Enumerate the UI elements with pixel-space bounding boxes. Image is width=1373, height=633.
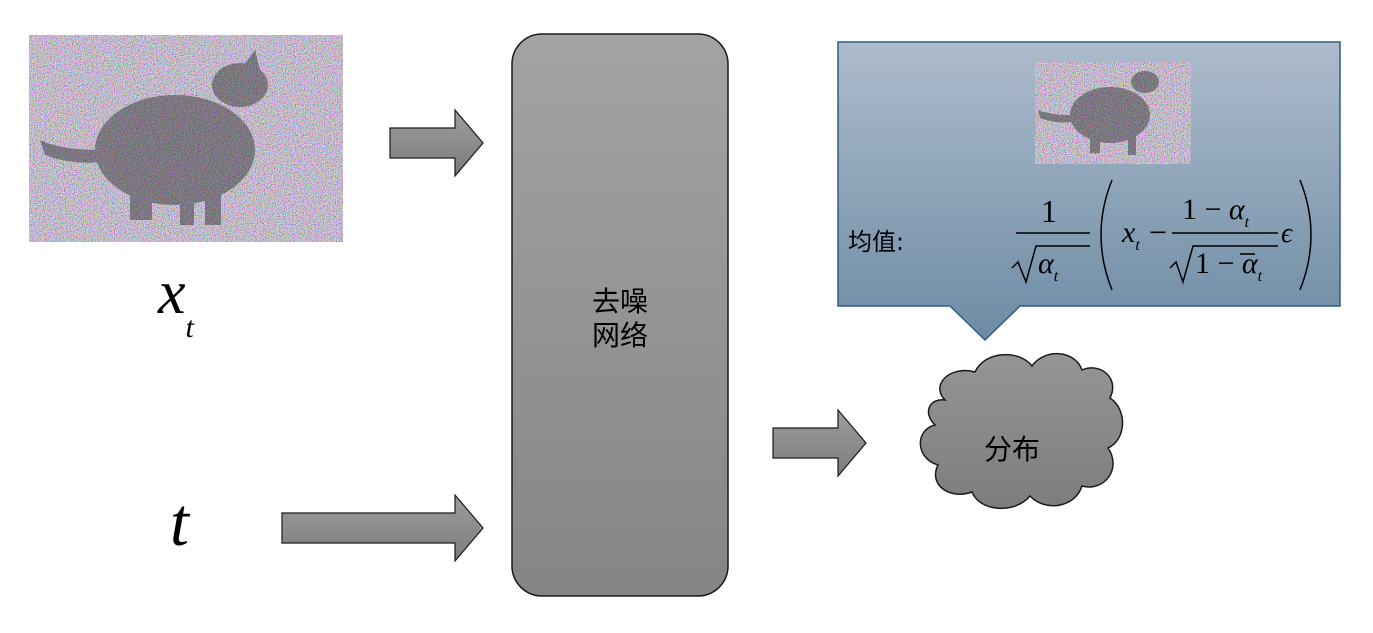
arrow-time-to-network xyxy=(281,493,484,563)
inner-sqrt-sign xyxy=(1169,245,1278,285)
formula-marks xyxy=(1011,179,1312,291)
formula-x-t: xt xyxy=(1122,216,1140,254)
distribution-label: 分布 xyxy=(984,433,1041,466)
formula-numerator: 1 − αt xyxy=(1182,193,1250,231)
formula-epsilon: ϵ xyxy=(1281,218,1293,249)
left-paren xyxy=(1100,179,1113,291)
arrow-network-to-distribution xyxy=(772,408,867,478)
outer-sqrt-sign xyxy=(1011,245,1090,285)
formula-alpha-denominator: αt xyxy=(1038,247,1059,285)
distribution-cloud xyxy=(919,352,1124,510)
arrow-image-to-network xyxy=(389,108,484,178)
noisy-image xyxy=(29,35,343,242)
t-label: t xyxy=(170,484,189,560)
x-var: x xyxy=(158,259,186,327)
network-label: 去噪 网络 xyxy=(512,285,728,353)
network-label-line2: 网络 xyxy=(591,319,648,352)
formula-denominator: 1 − αt xyxy=(1195,247,1263,285)
cat-silhouette xyxy=(40,50,268,225)
mean-label: 均值: xyxy=(848,228,905,256)
x-subscript: t xyxy=(185,311,194,344)
formula-minus: − xyxy=(1149,214,1168,250)
right-paren xyxy=(1299,179,1312,291)
callout-noisy-image xyxy=(1035,62,1191,164)
denoise-network-box xyxy=(511,33,729,597)
formula-one-numerator: 1 xyxy=(1041,193,1057,229)
network-label-line1: 去噪 xyxy=(591,285,648,318)
x-t-label: xt xyxy=(158,259,194,343)
mean-callout-box xyxy=(837,41,1341,342)
